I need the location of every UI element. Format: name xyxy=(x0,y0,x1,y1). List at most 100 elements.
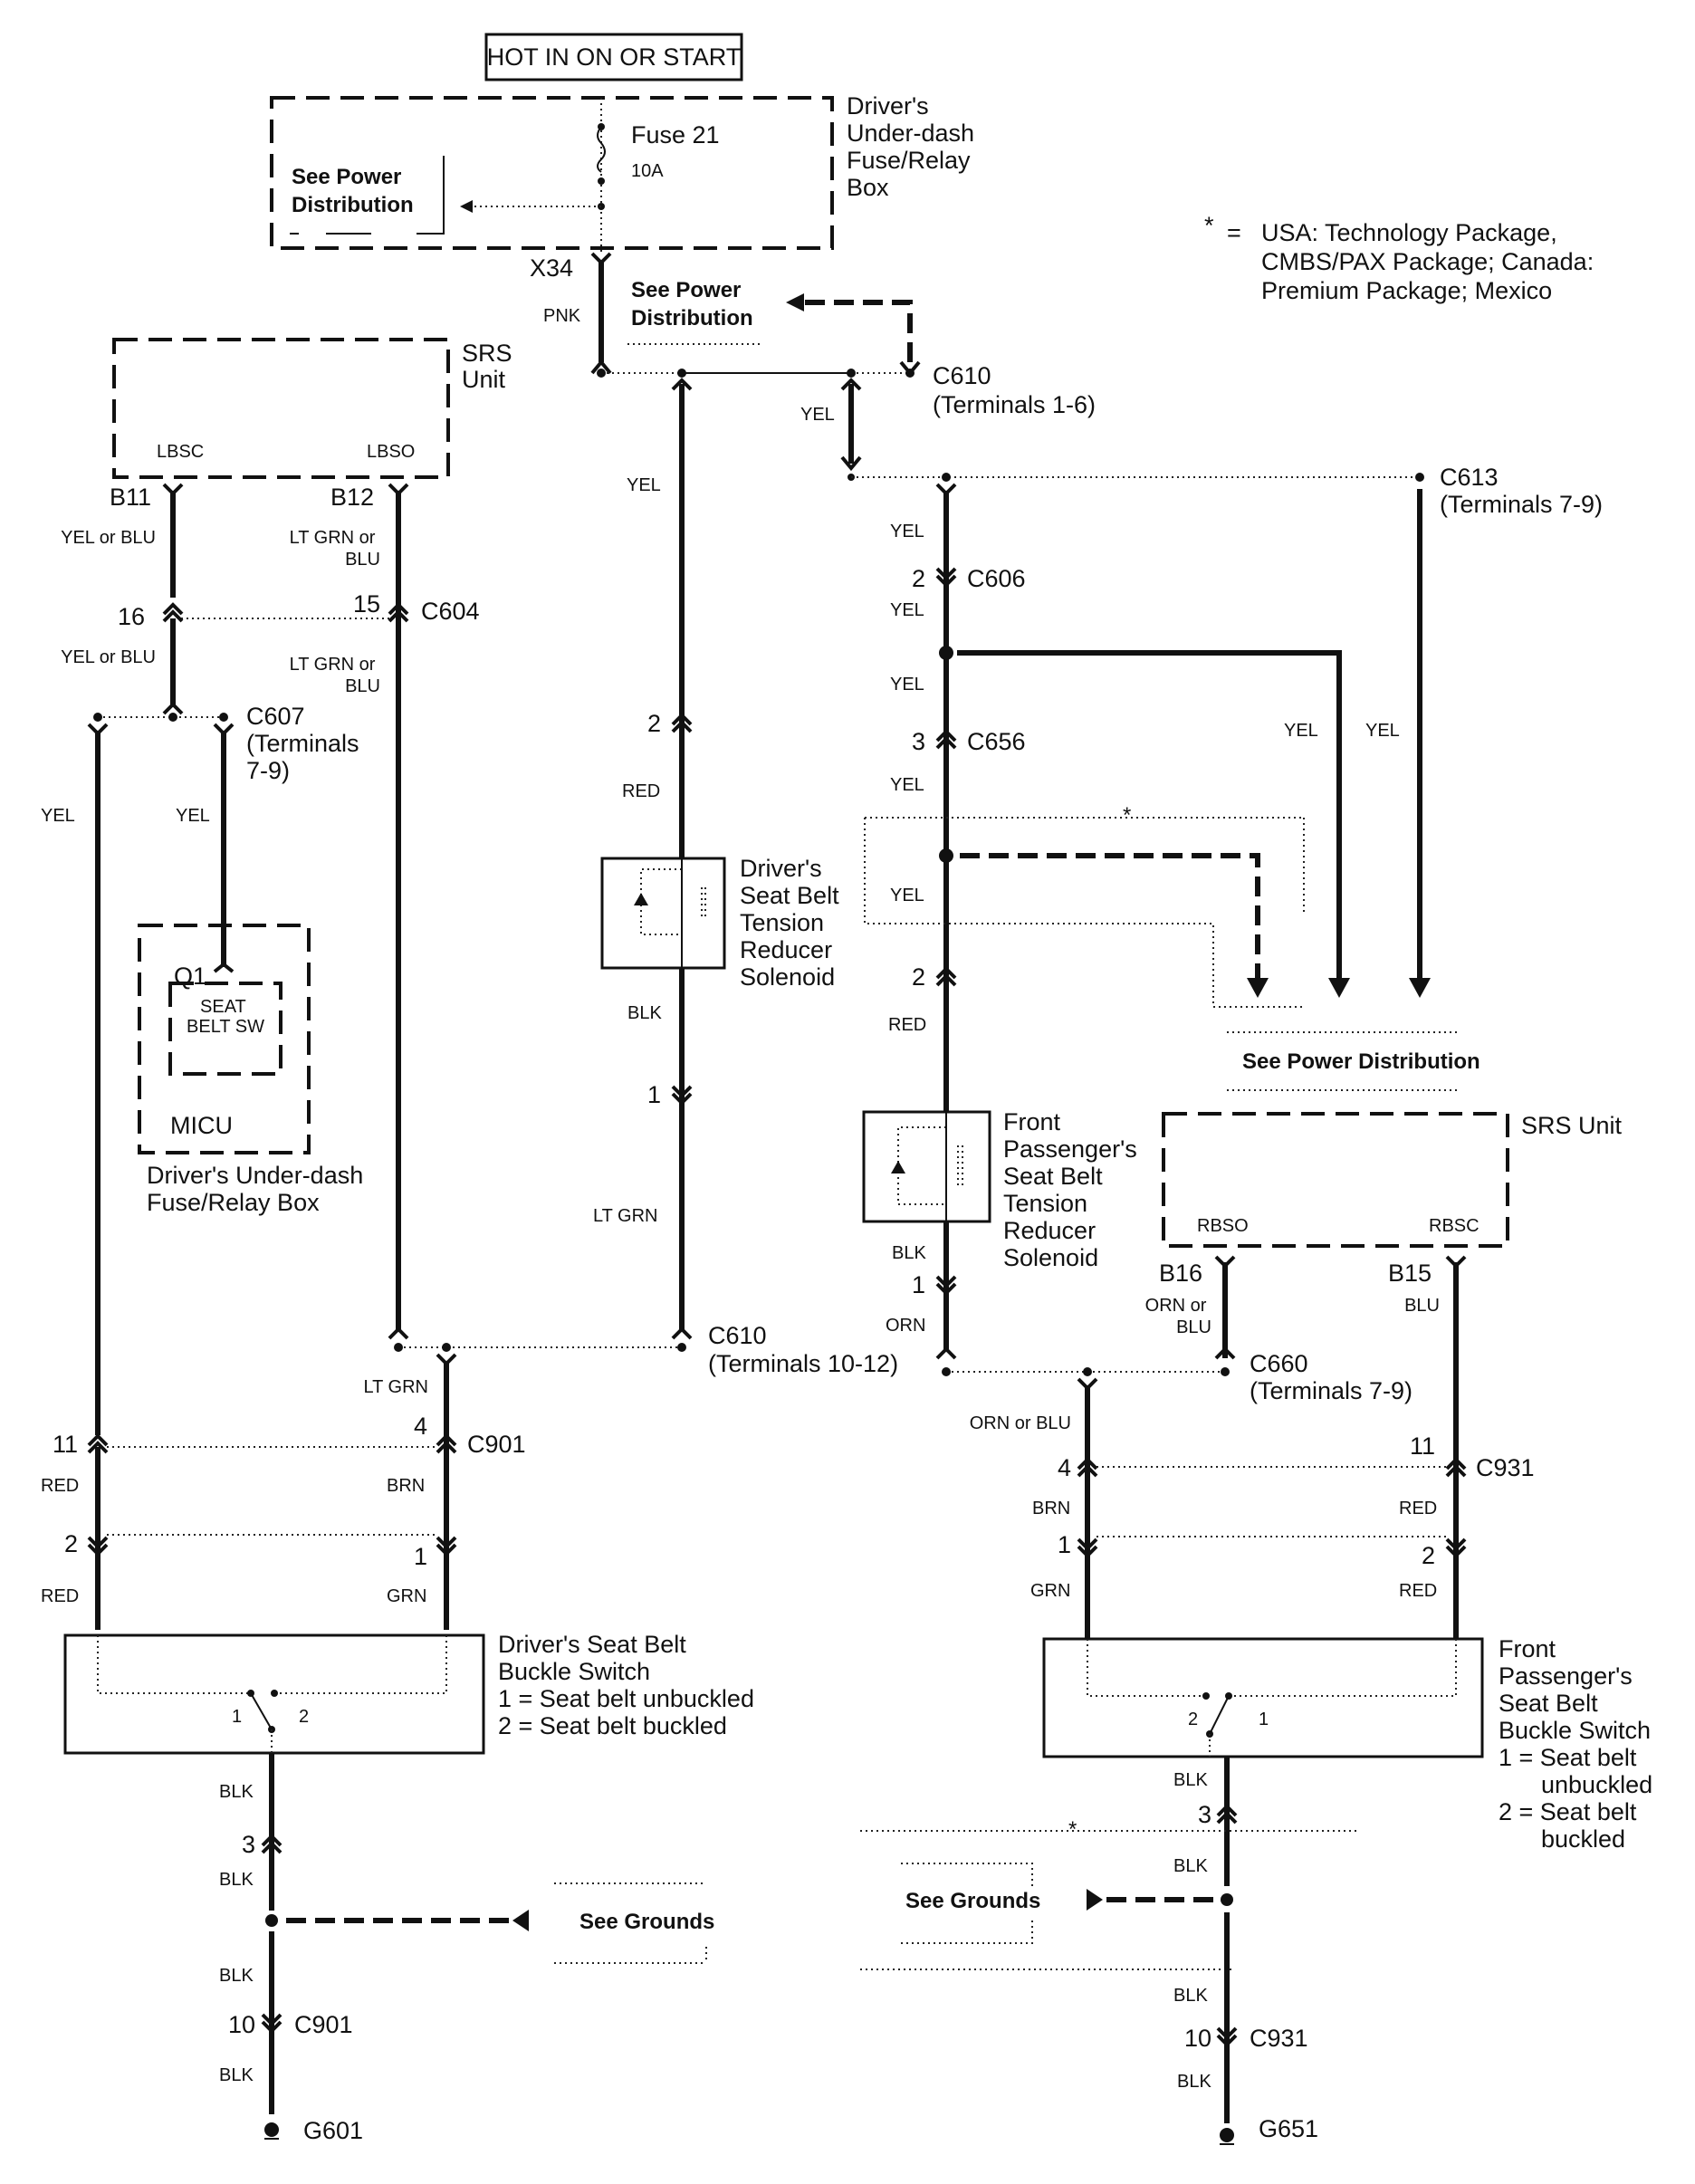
c604-pin-15: 15 xyxy=(353,590,380,618)
diode-icon xyxy=(891,1161,905,1173)
wire-color-pass-brn: BRN xyxy=(1032,1499,1070,1518)
ground-g601: G601 xyxy=(303,2117,363,2144)
switch-contact-icon xyxy=(1209,1695,1230,1735)
driver-switch-label: Driver's Seat Belt Buckle Switch 1 = Sea… xyxy=(498,1631,761,1739)
passenger-tension-reducer-solenoid xyxy=(862,1110,991,1223)
driver-switch-pos1: 1 xyxy=(232,1707,242,1727)
wire-color-center-ltgrn: LT GRN xyxy=(593,1206,658,1226)
wire-color-blk2-pass: BLK xyxy=(1173,1856,1208,1876)
wire-color-brn: BRN xyxy=(387,1476,425,1496)
wire-color-blk2-driver: BLK xyxy=(219,1870,254,1890)
power-condition-box: HOT IN ON OR START xyxy=(484,33,743,81)
fuse-box-title: Driver's Under-dash Fuse/Relay Box xyxy=(847,92,982,201)
wire-color-center-red: RED xyxy=(622,781,660,801)
connector-c607: C607 (Terminals 7-9) xyxy=(246,703,366,784)
driver-switch-pos2: 2 xyxy=(299,1707,309,1727)
terminal-b16: B16 xyxy=(1159,1260,1202,1287)
wire-color-right-blk: BLK xyxy=(892,1243,926,1263)
see-power-distribution-link-top[interactable]: See Power Distribution xyxy=(631,278,753,330)
terminal-x34: X34 xyxy=(530,254,573,282)
connector-c660-terminals: (Terminals 7-9) xyxy=(1250,1377,1412,1404)
micu-pin-q1: Q1 xyxy=(174,963,206,990)
wire-color-blk1-driver: BLK xyxy=(219,1782,254,1802)
arrow-left-icon xyxy=(460,200,473,213)
wire-color-c607-left: YEL xyxy=(41,806,75,826)
wire-color-blk3-driver: BLK xyxy=(219,1966,254,1986)
wire-color-b15: BLU xyxy=(1404,1296,1440,1316)
wire-color-blk1-pass: BLK xyxy=(1173,1770,1208,1790)
c901-pin-11: 11 xyxy=(53,1431,78,1458)
driver-buckle-switch: 1 2 xyxy=(63,1633,485,1755)
connector-c901: C901 xyxy=(467,1431,526,1458)
passenger-buckle-switch: 2 1 xyxy=(1042,1637,1484,1758)
pin-rbsc: RBSC xyxy=(1429,1216,1480,1236)
center-pin-1: 1 xyxy=(647,1081,661,1108)
driver-solenoid-label: Driver's Seat Belt Tension Reducer Solen… xyxy=(740,855,846,991)
connector-c604: C604 xyxy=(421,598,480,625)
pass-optional-star: * xyxy=(1068,1817,1077,1842)
passenger-switch-pos2: 2 xyxy=(1188,1710,1198,1729)
c604-pin-16: 16 xyxy=(118,603,145,630)
wire-color-pass-red-upper: RED xyxy=(1399,1499,1437,1518)
center-pin-2: 2 xyxy=(647,710,661,737)
footnote: * = USA: Technology Package, CMBS/PAX Pa… xyxy=(1204,212,1601,304)
arrow-down-icon xyxy=(1328,978,1350,998)
see-power-distribution-link-right[interactable]: See Power Distribution xyxy=(1242,1049,1480,1074)
connector-c931: C931 xyxy=(1476,1454,1535,1481)
wire-color-center-yel: YEL xyxy=(627,475,661,495)
driver-see-grounds-link[interactable]: See Grounds xyxy=(579,1910,714,1934)
wire-color-c610-yel: YEL xyxy=(800,405,835,425)
wire-color-branch-a: YEL xyxy=(1284,721,1318,741)
connector-c613: C613 xyxy=(1440,464,1499,491)
wire-color-b11: YEL or BLU xyxy=(61,528,156,548)
wire-color-b16: ORN or BLU xyxy=(1145,1296,1211,1337)
connector-c613-terminals: (Terminals 7-9) xyxy=(1440,491,1603,518)
wire-color-orn-or-blu: ORN or BLU xyxy=(970,1413,1071,1433)
c931-pin-1: 1 xyxy=(1058,1531,1071,1558)
srs-unit-left-title: SRS Unit xyxy=(462,340,519,393)
passenger-see-grounds-link[interactable]: See Grounds xyxy=(905,1889,1040,1913)
connector-c610-lower-terminals: (Terminals 10-12) xyxy=(708,1350,898,1377)
wire-color-center-blk: BLK xyxy=(627,1003,662,1023)
wire-color-blk3-pass: BLK xyxy=(1173,1986,1208,2006)
wire-color-pnk: PNK xyxy=(543,306,581,326)
c931-pin-11: 11 xyxy=(1410,1432,1435,1460)
ground-icon xyxy=(264,2122,279,2137)
pin-lbso: LBSO xyxy=(367,442,415,462)
fuse-rating: 10A xyxy=(631,161,664,181)
passenger-switch-label: Front Passenger's Seat Belt Buckle Switc… xyxy=(1499,1635,1660,1853)
wire-color-b12: LT GRN or BLU xyxy=(290,528,380,570)
c901-pin-1: 1 xyxy=(414,1543,427,1570)
switch-contact-icon xyxy=(250,1692,273,1730)
c656-pin: 3 xyxy=(912,728,925,755)
pass-pin-10: 10 xyxy=(1184,2025,1211,2052)
driver-pin-3: 3 xyxy=(242,1831,255,1858)
power-condition-label: HOT IN ON OR START xyxy=(487,43,742,71)
c931-pin-4: 4 xyxy=(1058,1454,1071,1481)
diode-icon xyxy=(634,893,648,905)
right-optional-star: * xyxy=(1123,803,1131,828)
srs-unit-right-title: SRS Unit xyxy=(1521,1112,1623,1139)
terminal-b15: B15 xyxy=(1388,1260,1432,1287)
driver-tension-reducer-solenoid xyxy=(600,857,726,970)
right-pin-1: 1 xyxy=(912,1271,925,1298)
right-pin-2: 2 xyxy=(912,963,925,991)
passenger-switch-pos1: 1 xyxy=(1259,1710,1269,1729)
wire-color-ltgrn-c901: LT GRN xyxy=(364,1377,429,1397)
c931-pin-2: 2 xyxy=(1422,1542,1435,1569)
wire-color-right-yel2: YEL xyxy=(890,600,924,620)
arrow-right-icon xyxy=(1087,1889,1103,1911)
arrow-left-icon xyxy=(786,293,804,311)
pin-rbso: RBSO xyxy=(1197,1216,1249,1236)
fuse-see-power-link[interactable]: See Power Distribution xyxy=(292,165,414,217)
wire-color-pass-red-lower: RED xyxy=(1399,1581,1437,1601)
micu-name: MICU xyxy=(170,1112,233,1139)
wire-color-right-yel5: YEL xyxy=(890,886,924,905)
micu-caption: Driver's Under-dash Fuse/Relay Box xyxy=(147,1162,370,1216)
wire-color-right-yel1: YEL xyxy=(890,522,924,541)
pass-pin-3: 3 xyxy=(1198,1801,1211,1828)
srs-unit-left: SRS Unit LBSC LBSO xyxy=(112,338,519,479)
fuse-icon xyxy=(597,126,606,173)
connector-c901-lower: C901 xyxy=(294,2011,353,2038)
